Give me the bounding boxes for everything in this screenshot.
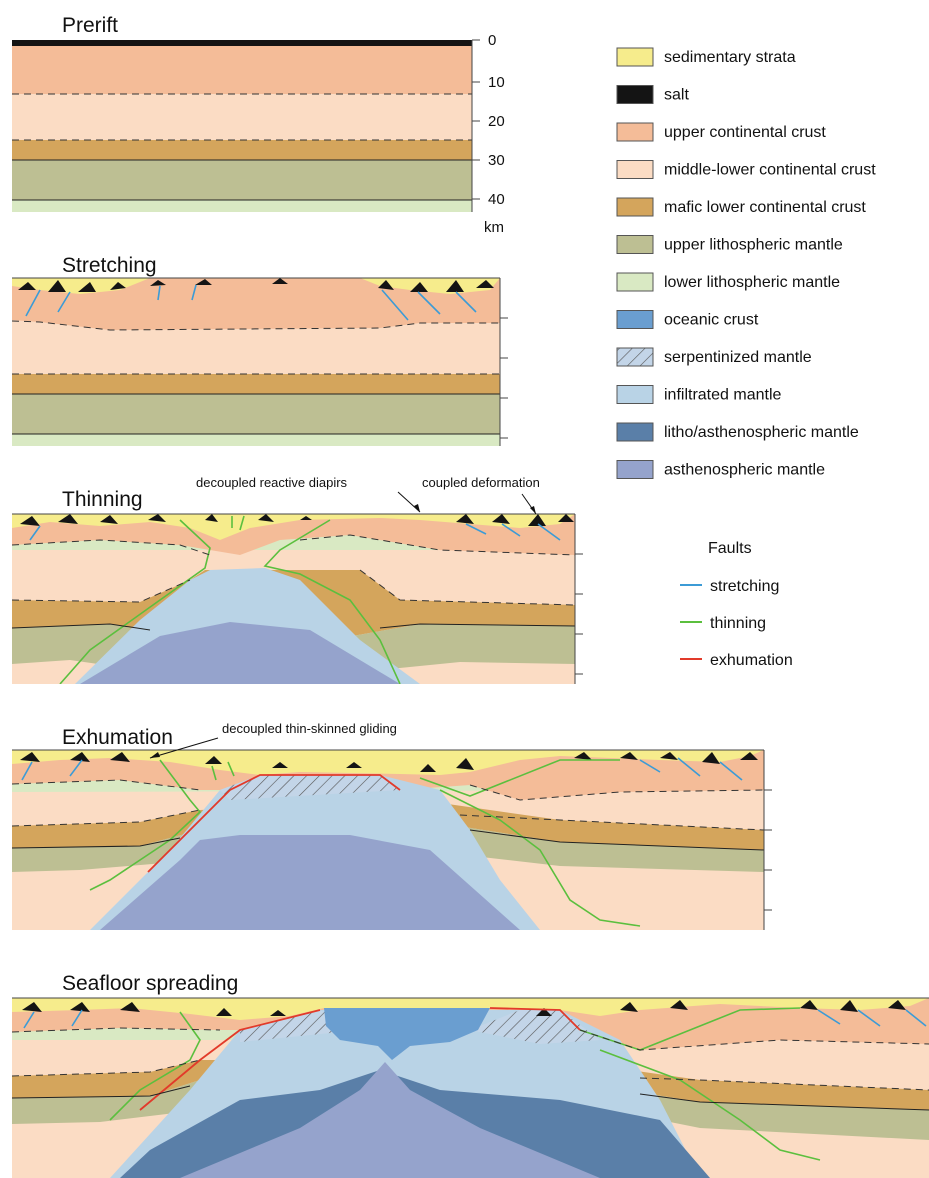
legend-item-oceanic-crust: oceanic crust bbox=[616, 310, 759, 329]
fault-legend-stretching: stretching bbox=[680, 578, 779, 595]
legend-swatch-asthenospheric-mantle bbox=[616, 460, 654, 479]
legend-swatch-salt bbox=[616, 85, 654, 104]
legend-item-mafic-lower-continental-crust: mafic lower continental crust bbox=[616, 197, 866, 217]
exhumation-panel: Exhumation bbox=[12, 721, 772, 930]
legend-item-infiltrated-mantle: infiltrated mantle bbox=[616, 385, 781, 404]
legend-label-infiltrated-mantle: infiltrated mantle bbox=[664, 387, 781, 404]
depth-tick-10: 10 bbox=[488, 74, 505, 91]
prerift-title: Prerift bbox=[62, 14, 118, 37]
legend-label-oceanic-crust: oceanic crust bbox=[664, 312, 759, 329]
depth-scale bbox=[472, 39, 480, 200]
annotation-thin-skinned-gliding: decoupled thin-skinned gliding bbox=[222, 721, 397, 736]
fault-legend-exhumation: exhumation bbox=[680, 652, 793, 669]
legend-label-mafic-lower-continental-crust: mafic lower continental crust bbox=[664, 199, 866, 216]
legend-swatch-upper-lithospheric-mantle bbox=[616, 235, 654, 254]
fault-legend-label-stretching: stretching bbox=[710, 578, 779, 595]
depth-tick-0: 0 bbox=[488, 32, 496, 49]
legend-label-middle-lower-continental-crust: middle-lower continental crust bbox=[664, 162, 876, 179]
stretching-panel: Stretching bbox=[12, 254, 508, 446]
fault-legend-label-exhumation: exhumation bbox=[710, 652, 793, 669]
legend-swatch-mafic-lower-continental-crust bbox=[616, 197, 654, 217]
legend-swatch-litho-asthenospheric-mantle bbox=[616, 422, 654, 442]
legend-label-litho-asthenospheric-mantle: litho/asthenospheric mantle bbox=[664, 424, 859, 441]
middle-lower-crust-layer bbox=[12, 94, 472, 140]
salt-layer bbox=[12, 40, 472, 46]
depth-unit: km bbox=[484, 219, 504, 236]
exhumation-title: Exhumation bbox=[62, 726, 173, 749]
legend-swatch-oceanic-crust bbox=[616, 310, 654, 329]
legend-label-sedimentary-strata: sedimentary strata bbox=[664, 49, 796, 66]
prerift-panel: Prerift 0 10 20 30 40 km bbox=[12, 14, 505, 236]
annotation-decoupled-reactive-diapirs: decoupled reactive diapirs bbox=[196, 475, 348, 490]
legend-item-asthenospheric-mantle: asthenospheric mantle bbox=[616, 460, 825, 479]
legend-label-upper-continental-crust: upper continental crust bbox=[664, 124, 826, 141]
annotation-coupled-deformation: coupled deformation bbox=[422, 475, 540, 490]
faults-legend-title: Faults bbox=[708, 540, 752, 557]
seafloor-panel: Seafloor spreading bbox=[12, 972, 929, 1178]
stretching-title: Stretching bbox=[62, 254, 157, 277]
legend-swatch-sedimentary-strata bbox=[616, 47, 654, 67]
legend-label-asthenospheric-mantle: asthenospheric mantle bbox=[664, 462, 825, 479]
depth-tick-30: 30 bbox=[488, 152, 505, 169]
upper-mantle-layer bbox=[12, 160, 472, 200]
legend-item-lower-lithospheric-mantle: lower lithospheric mantle bbox=[616, 272, 840, 292]
thinning-panel: Thinning bbox=[12, 475, 583, 684]
legend: sedimentary strata salt upper continental … bbox=[616, 47, 876, 669]
legend-item-sedimentary-strata: sedimentary strata bbox=[616, 47, 796, 67]
legend-item-middle-lower-continental-crust: middle-lower continental crust bbox=[616, 160, 876, 179]
legend-label-serpentinized-mantle: serpentinized mantle bbox=[664, 349, 812, 366]
legend-item-upper-lithospheric-mantle: upper lithospheric mantle bbox=[616, 235, 843, 254]
legend-swatch-infiltrated-mantle bbox=[616, 385, 654, 404]
thinning-title: Thinning bbox=[62, 488, 143, 511]
seafloor-title: Seafloor spreading bbox=[62, 972, 238, 995]
legend-item-upper-continental-crust: upper continental crust bbox=[616, 122, 826, 142]
legend-label-salt: salt bbox=[664, 87, 689, 104]
depth-tick-20: 20 bbox=[488, 113, 505, 130]
legend-item-salt: salt bbox=[616, 85, 689, 104]
legend-label-lower-lithospheric-mantle: lower lithospheric mantle bbox=[664, 274, 840, 291]
legend-item-serpentinized-mantle: serpentinized mantle bbox=[616, 347, 812, 367]
mafic-lower-crust-layer bbox=[12, 140, 472, 160]
depth-tick-40: 40 bbox=[488, 191, 505, 208]
legend-label-upper-lithospheric-mantle: upper lithospheric mantle bbox=[664, 237, 843, 254]
lower-mantle-layer bbox=[12, 200, 472, 212]
legend-swatch-middle-lower-continental-crust bbox=[616, 160, 654, 179]
legend-item-litho-asthenospheric-mantle: litho/asthenospheric mantle bbox=[616, 422, 859, 442]
fault-legend-label-thinning: thinning bbox=[710, 615, 766, 632]
fault-legend-thinning: thinning bbox=[680, 615, 766, 632]
legend-swatch-upper-continental-crust bbox=[616, 122, 654, 142]
legend-swatch-serpentinized-mantle bbox=[616, 347, 654, 367]
legend-swatch-lower-lithospheric-mantle bbox=[616, 272, 654, 292]
